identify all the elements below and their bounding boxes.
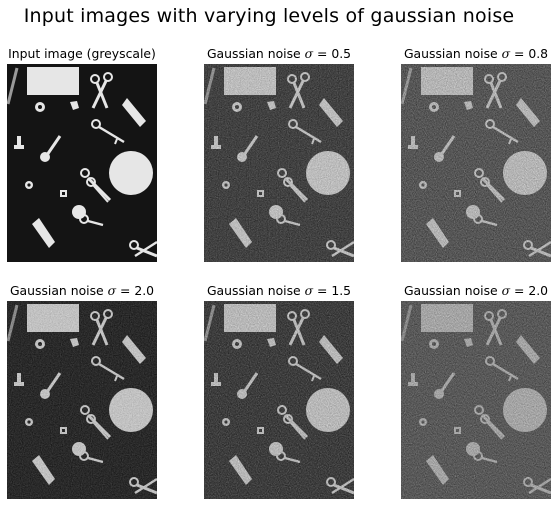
panel-noise-1-5: Gaussian noise σ = 1.5: [204, 283, 354, 499]
panel-noise-0-8: Gaussian noise σ = 0.8: [401, 46, 551, 262]
panel-noise-2-0-b: Gaussian noise σ = 2.0: [401, 283, 551, 499]
panel-title: Gaussian noise σ = 0.5: [206, 46, 352, 61]
panel-title: Gaussian noise σ = 1.5: [206, 283, 352, 298]
noisy-image: [7, 301, 157, 499]
panel-title: Gaussian noise σ = 0.8: [403, 46, 549, 61]
panel-noise-0-5: Gaussian noise σ = 0.5: [204, 46, 354, 262]
panel-title: Gaussian noise σ = 2.0: [9, 283, 155, 298]
panel-original: Input image (greyscale): [7, 46, 157, 262]
panel-title: Input image (greyscale): [8, 46, 156, 61]
noisy-image: [401, 64, 551, 262]
greyscale-image: [7, 64, 157, 262]
panel-noise-2-0-a: Gaussian noise σ = 2.0: [7, 283, 157, 499]
noisy-image: [401, 301, 551, 499]
figure-title: Input images with varying levels of gaus…: [23, 5, 515, 27]
panel-title: Gaussian noise σ = 2.0: [403, 283, 549, 298]
noisy-image: [204, 64, 354, 262]
noisy-image: [204, 301, 354, 499]
